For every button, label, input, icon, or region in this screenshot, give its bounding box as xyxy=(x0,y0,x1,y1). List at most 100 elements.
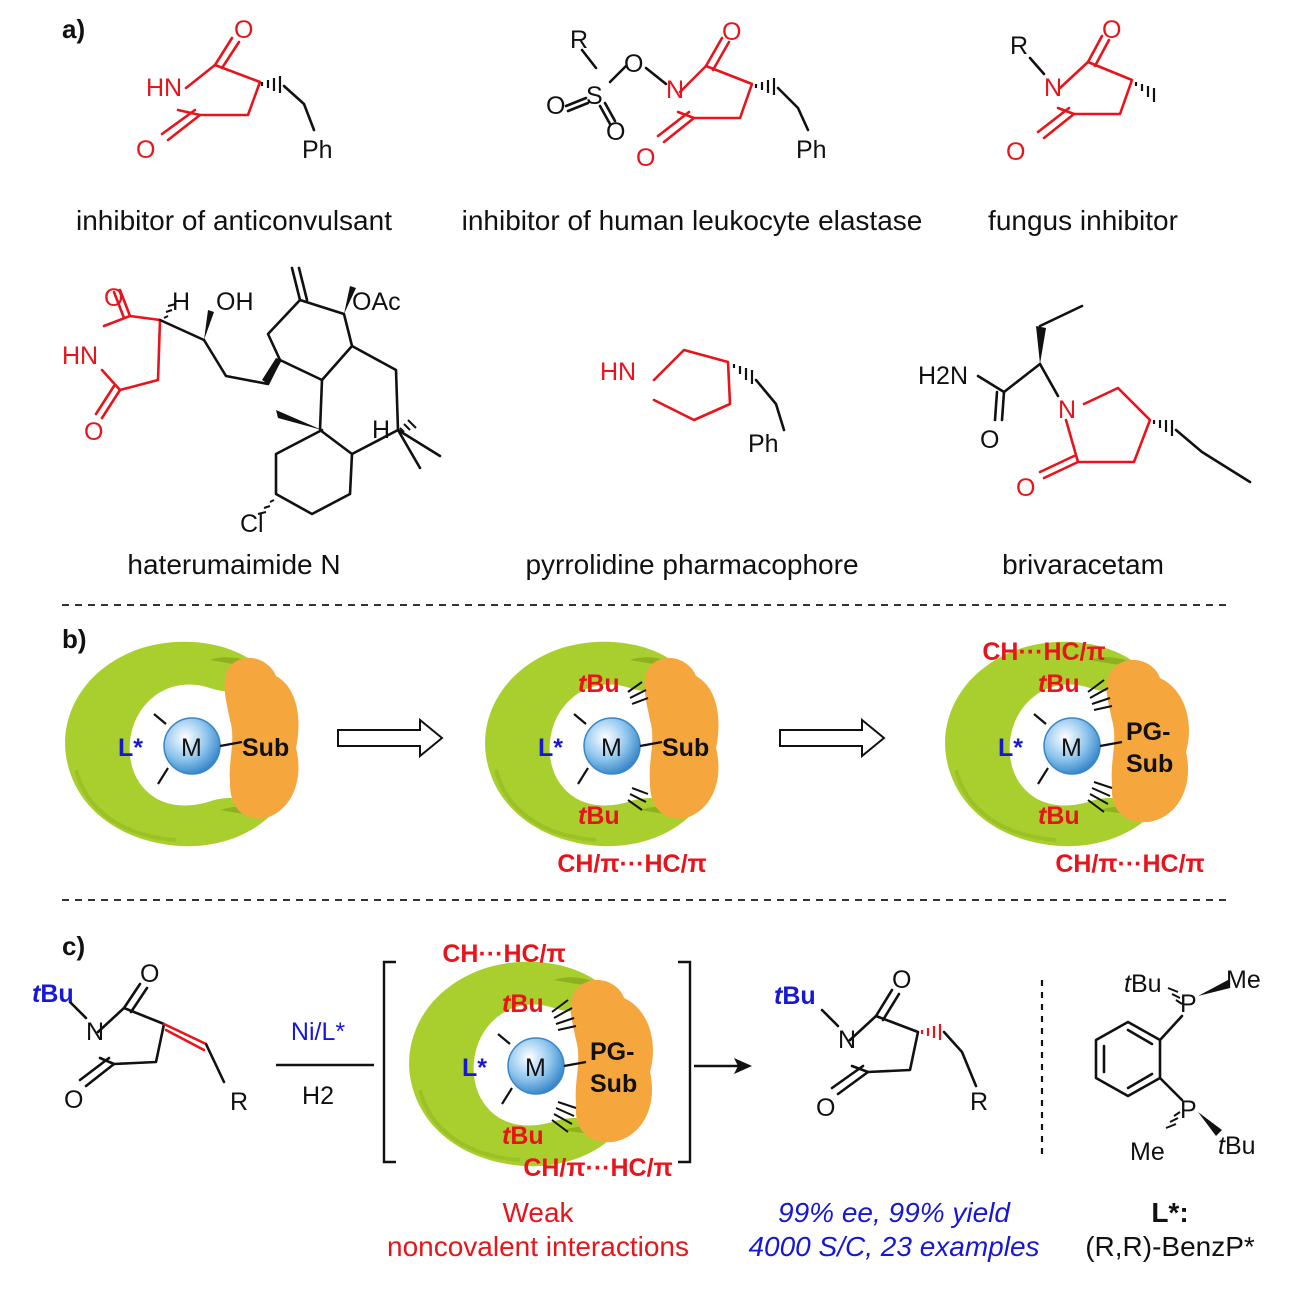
ligand-name-label: L*: xyxy=(1151,1197,1188,1228)
atom-o: O xyxy=(84,418,103,446)
atom-p: P xyxy=(1180,990,1197,1018)
substrate-label: Sub xyxy=(1126,750,1173,778)
metal-label: M xyxy=(1061,734,1082,762)
ligand-benzp-structure: P P tBu Me Me tBu xyxy=(1094,966,1261,1166)
substrate-label: Sub xyxy=(242,734,289,762)
structure-brivaracetam: H2N O N O xyxy=(918,304,1252,502)
catalyst-cartoon-transition: tBu tBu L* M PG- Sub xyxy=(407,959,653,1169)
product-arrowhead xyxy=(734,1058,752,1074)
ligand-label: L* xyxy=(998,734,1023,762)
ligand-label: L* xyxy=(462,1054,487,1082)
product-structure: tBu N O O R xyxy=(774,966,988,1122)
substrate-label: Sub xyxy=(590,1070,637,1098)
caption-brivaracetam: brivaracetam xyxy=(1002,549,1164,580)
me-ligand-top: Me xyxy=(1226,966,1261,994)
atom-r: R xyxy=(230,1088,248,1116)
caption-haterumaimide: haterumaimide N xyxy=(127,549,340,580)
atom-p: P xyxy=(1180,1096,1197,1124)
reagent-bottom: H2 xyxy=(302,1082,334,1110)
atom-n: N xyxy=(1044,74,1062,102)
atom-cl: Cl xyxy=(240,510,264,538)
atom-o: O xyxy=(546,92,565,120)
atom-o: O xyxy=(1006,138,1025,166)
panel-label-a: a) xyxy=(62,14,85,44)
structure-haterumaimide: O HN O H OH OAc H Cl xyxy=(62,266,442,538)
reagent-top: Ni/L* xyxy=(291,1018,345,1046)
atom-o: O xyxy=(816,1094,835,1122)
atom-ph: Ph xyxy=(748,430,779,458)
catalyst-cartoon-pg: tBu tBu L* M PG- Sub xyxy=(943,639,1189,849)
atom-o: O xyxy=(1102,16,1121,44)
interaction-label-c-top: CH···HC/π xyxy=(442,940,565,968)
substrate-blob xyxy=(224,657,299,819)
arrow-right-outline xyxy=(779,717,886,759)
atom-o: O xyxy=(606,118,625,146)
panel-label-b: b) xyxy=(62,624,87,654)
weak-line2: noncovalent interactions xyxy=(387,1231,689,1262)
substrate-label: Sub xyxy=(662,734,709,762)
bracket-left xyxy=(382,960,396,1164)
atom-o: O xyxy=(234,16,253,44)
atom-o: O xyxy=(980,426,999,454)
tbu-top: tBu xyxy=(1038,670,1080,698)
structure-elastase-inhibitor: R O S O O N O O Ph xyxy=(546,18,827,172)
atom-hn: HN xyxy=(600,358,636,386)
tbu-bottom: tBu xyxy=(578,802,620,830)
atom-oac: OAc xyxy=(352,288,401,316)
ligand-label: L* xyxy=(118,734,143,762)
atom-hn: HN xyxy=(62,342,98,370)
arrow-right-outline xyxy=(337,717,444,759)
caption-anticonvulsant: inhibitor of anticonvulsant xyxy=(76,205,392,236)
tbu-ligand-bottom: tBu xyxy=(1218,1132,1256,1160)
atom-r: R xyxy=(570,26,588,54)
tbu-top: tBu xyxy=(578,670,620,698)
atom-r: R xyxy=(970,1088,988,1116)
atom-o: O xyxy=(104,284,123,312)
metal-label: M xyxy=(525,1054,546,1082)
caption-elastase: inhibitor of human leukocyte elastase xyxy=(462,205,923,236)
result-line2: 4000 S/C, 23 examples xyxy=(748,1231,1039,1262)
catalyst-cartoon-plain: L* M Sub xyxy=(63,639,299,849)
substrate-structure: tBu N O O R xyxy=(32,960,248,1116)
atom-o: O xyxy=(136,136,155,164)
tbu-label: tBu xyxy=(774,982,816,1010)
atom-o: O xyxy=(722,18,741,46)
ligand-name: (R,R)-BenzP* xyxy=(1085,1231,1255,1262)
atom-ph: Ph xyxy=(796,136,827,164)
bracket-right xyxy=(678,960,692,1164)
atom-r: R xyxy=(1010,32,1028,60)
result-line1: 99% ee, 99% yield xyxy=(778,1197,1011,1228)
caption-pyrrolidine: pyrrolidine pharmacophore xyxy=(525,549,858,580)
structure-pyrrolidine: HN Ph xyxy=(600,348,786,458)
atom-n: N xyxy=(666,76,684,104)
metal-label: M xyxy=(601,734,622,762)
structure-fungus-inhibitor: R N O O xyxy=(1006,16,1156,166)
atom-hn: HN xyxy=(146,74,182,102)
tbu-bottom: tBu xyxy=(502,1122,544,1150)
tbu-top: tBu xyxy=(502,990,544,1018)
panel-label-c: c) xyxy=(62,931,85,961)
structure-anticonvulsant: O HN O Ph xyxy=(136,16,333,164)
weak-line1: Weak xyxy=(502,1197,574,1228)
atom-ph: Ph xyxy=(302,136,333,164)
interaction-label-c-bottom: CH/π···HC/π xyxy=(523,1154,672,1182)
interaction-label-b3-bottom: CH/π···HC/π xyxy=(1055,850,1204,878)
caption-fungus: fungus inhibitor xyxy=(988,205,1178,236)
atom-s: S xyxy=(586,82,603,110)
metal-label: M xyxy=(181,734,202,762)
interaction-label-b2: CH/π···HC/π xyxy=(557,850,706,878)
tbu-label: tBu xyxy=(32,980,74,1008)
atom-o: O xyxy=(140,960,159,988)
ligand-label: L* xyxy=(538,734,563,762)
atom-o: O xyxy=(636,144,655,172)
atom-n: N xyxy=(838,1026,856,1054)
atom-o: O xyxy=(64,1086,83,1114)
pg-label: PG- xyxy=(590,1038,634,1066)
atom-o: O xyxy=(892,966,911,994)
atom-o: O xyxy=(1016,474,1035,502)
catalyst-cartoon-tbu: tBu tBu L* M Sub xyxy=(483,639,719,849)
atom-o: O xyxy=(624,50,643,78)
atom-n: N xyxy=(86,1018,104,1046)
atom-n: N xyxy=(1058,396,1076,424)
